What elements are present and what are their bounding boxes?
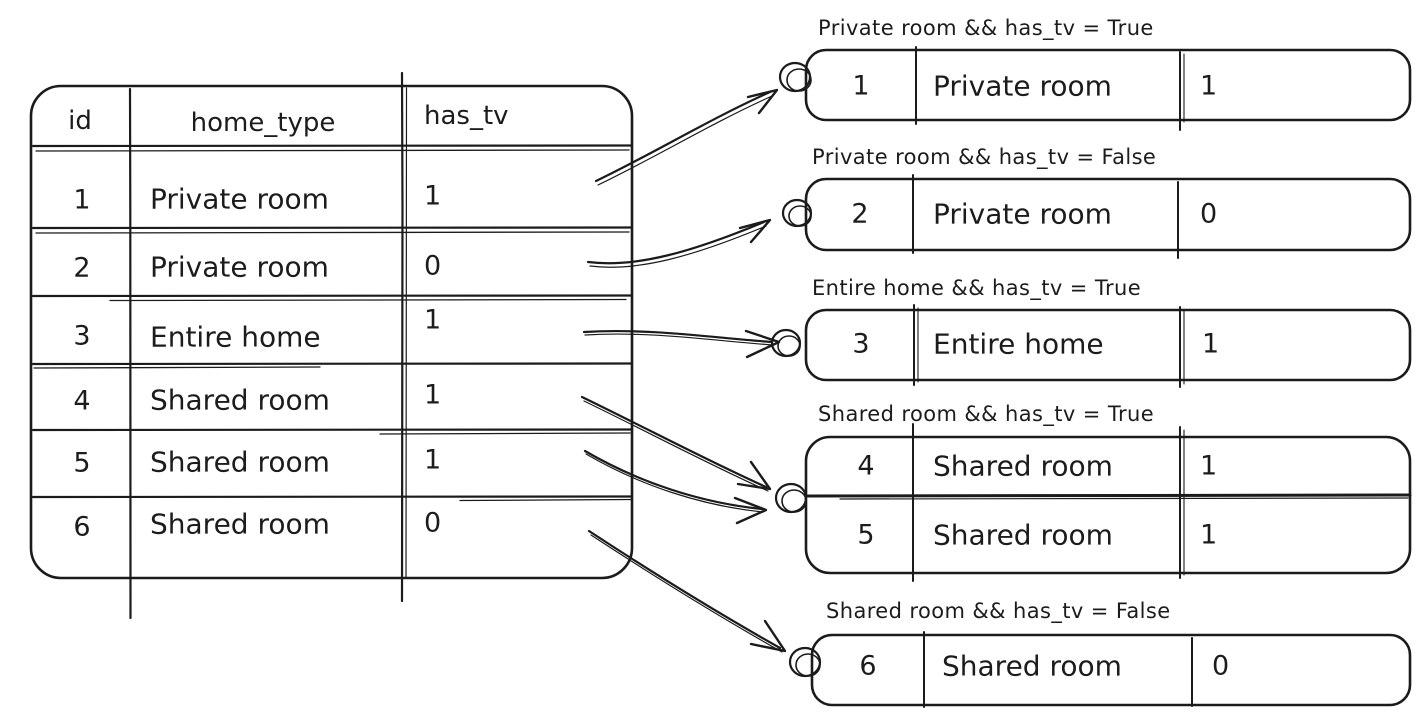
cell-home-type: Private room bbox=[150, 182, 329, 216]
group-label: Shared room && has_tv = True bbox=[818, 402, 1155, 426]
source-table-frame bbox=[29, 71, 634, 620]
col-header-id: id bbox=[68, 106, 92, 136]
cell-has-tv: 1 bbox=[1200, 519, 1218, 551]
cell-home-type: Shared room bbox=[942, 649, 1122, 683]
cell-has-tv: 1 bbox=[1200, 450, 1218, 482]
group-box-2 bbox=[804, 174, 1412, 259]
group-label: Shared room && has_tv = False bbox=[826, 599, 1171, 623]
cell-has-tv: 1 bbox=[424, 180, 442, 212]
arrow-row2-to-group2 bbox=[586, 218, 772, 268]
cell-id: 5 bbox=[857, 519, 875, 551]
group-label: Private room && has_tv = True bbox=[818, 16, 1154, 40]
cell-home-type: Shared room bbox=[933, 449, 1113, 483]
cell-home-type: Shared room bbox=[150, 507, 330, 541]
cell-id: 6 bbox=[73, 511, 91, 543]
cell-id: 5 bbox=[73, 447, 91, 479]
col-header-has-tv: has_tv bbox=[424, 101, 509, 131]
cell-id: 2 bbox=[851, 198, 869, 230]
cell-home-type: Shared room bbox=[933, 518, 1113, 552]
arrow-row4-to-group4 bbox=[580, 395, 772, 492]
cell-has-tv: 0 bbox=[1212, 650, 1230, 682]
connector-circle-5 bbox=[788, 646, 822, 678]
cell-home-type: Private room bbox=[933, 197, 1112, 231]
cell-home-type: Private room bbox=[933, 69, 1112, 103]
cell-id: 1 bbox=[852, 70, 870, 102]
cell-id: 4 bbox=[73, 385, 91, 417]
cell-id: 6 bbox=[859, 650, 877, 682]
group-label: Entire home && has_tv = True bbox=[812, 276, 1142, 300]
cell-home-type: Private room bbox=[150, 250, 329, 284]
group-box-4 bbox=[804, 423, 1412, 582]
arrow-row5-to-group4 bbox=[583, 449, 768, 525]
cell-home-type: Entire home bbox=[150, 320, 321, 354]
cell-has-tv: 1 bbox=[424, 379, 442, 411]
arrow-row6-to-group5 bbox=[587, 529, 787, 653]
group-box-3 bbox=[804, 304, 1412, 388]
cell-id: 4 bbox=[857, 450, 875, 482]
cell-has-tv: 0 bbox=[424, 250, 442, 282]
arrow-row1-to-group1 bbox=[594, 88, 779, 186]
cell-has-tv: 0 bbox=[424, 507, 442, 539]
cell-id: 3 bbox=[852, 328, 870, 360]
cell-has-tv: 0 bbox=[1200, 198, 1218, 230]
group-label: Private room && has_tv = False bbox=[812, 145, 1157, 169]
connector-circle-2 bbox=[781, 198, 813, 228]
cell-home-type: Shared room bbox=[150, 383, 330, 417]
cell-has-tv: 1 bbox=[424, 444, 442, 476]
arrow-row3-to-group3 bbox=[582, 329, 781, 359]
cell-home-type: Entire home bbox=[933, 327, 1104, 361]
cell-has-tv: 1 bbox=[424, 304, 442, 336]
connector-circle-4 bbox=[774, 482, 808, 514]
col-header-home-type: home_type bbox=[190, 108, 336, 138]
cell-home-type: Shared room bbox=[150, 445, 330, 479]
connector-circle-1 bbox=[778, 61, 812, 93]
cell-has-tv: 1 bbox=[1202, 328, 1220, 360]
group-box-5 bbox=[810, 631, 1412, 708]
cell-has-tv: 1 bbox=[1200, 70, 1218, 102]
cell-id: 2 bbox=[73, 252, 91, 284]
cell-id: 1 bbox=[73, 184, 91, 216]
cell-id: 3 bbox=[73, 320, 91, 352]
